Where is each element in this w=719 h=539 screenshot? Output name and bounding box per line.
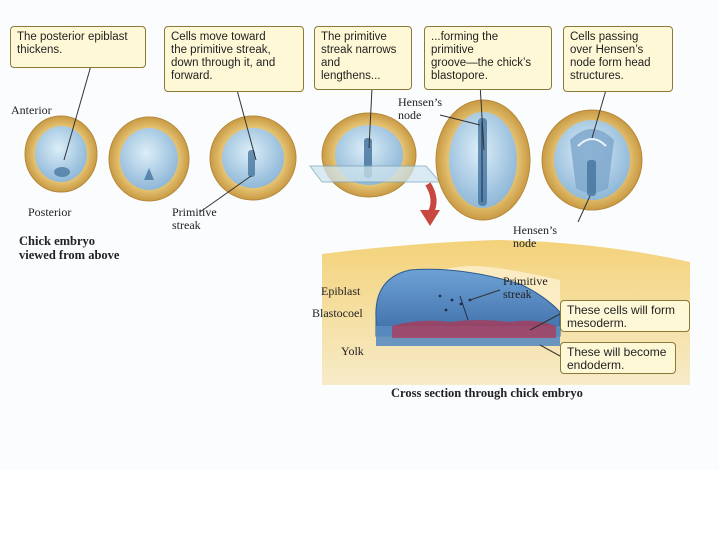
caption-cross-section: Cross section through chick embryo — [391, 386, 583, 400]
label-posterior: Posterior — [28, 205, 72, 219]
callout-cells-move: Cells move toward the primitive streak, … — [164, 26, 304, 92]
caption-chick-embryo-above: Chick embryo viewed from above — [19, 234, 120, 262]
embryo-stage-1 — [24, 115, 98, 193]
label-primitive-streak-cross-section: Primitive streak — [503, 274, 548, 301]
section-arrow — [420, 182, 440, 226]
section-plane — [309, 165, 442, 183]
box-endoderm: These will become endoderm. — [560, 342, 676, 374]
label-yolk: Yolk — [341, 344, 364, 358]
cross-section-pointers — [469, 289, 561, 357]
label-anterior: Anterior — [11, 103, 52, 117]
callout-hensens-node-head: Cells passing over Hensen’s node form he… — [563, 26, 673, 92]
callout-pointers — [63, 61, 607, 223]
label-hensens-node-top: Hensen’s node — [398, 95, 442, 122]
callout-streak-narrows: The primitive streak narrows and lengthe… — [314, 26, 412, 90]
label-epiblast: Epiblast — [321, 284, 361, 298]
label-hensens-node-bottom: Hensen’s node — [513, 223, 557, 250]
embryo-stage-2 — [108, 116, 190, 202]
label-blastocoel: Blastocoel — [312, 306, 363, 320]
callout-primitive-groove: ...forming the primitive groove—the chic… — [424, 26, 552, 90]
callout-posterior-epiblast: The posterior epiblast thickens. — [10, 26, 146, 68]
box-mesoderm: These cells will form mesoderm. — [560, 300, 690, 332]
embryo-stage-3 — [209, 115, 297, 201]
embryo-stage-6 — [541, 109, 643, 211]
embryo-stage-4 — [321, 112, 417, 198]
label-primitive-streak: Primitive streak — [172, 205, 217, 232]
embryo-stage-5 — [435, 99, 531, 221]
